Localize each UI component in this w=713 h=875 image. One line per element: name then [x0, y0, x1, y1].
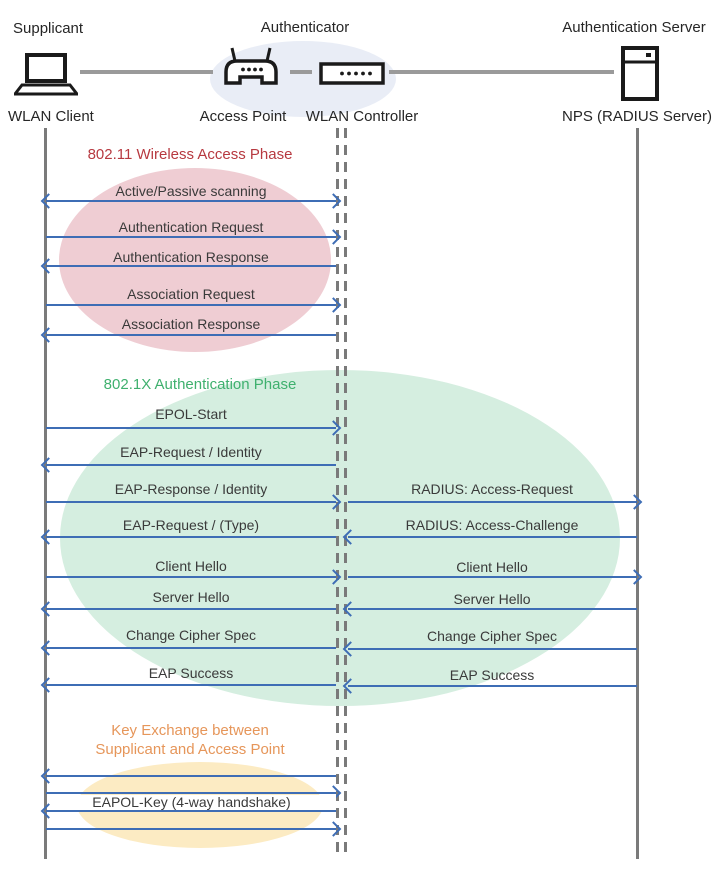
message-arrow-left: [46, 775, 336, 777]
message-label: Client Hello: [456, 559, 528, 575]
message-label: EAP Success: [148, 665, 234, 681]
message-label: Association Response: [121, 316, 261, 332]
message-arrow-right: [46, 236, 336, 238]
message-arrow-left: [46, 684, 336, 686]
lifeline-wlan-client: [44, 128, 47, 859]
message-arrow-left: [46, 810, 336, 812]
device-label-nps: NPS (RADIUS Server): [561, 108, 713, 125]
message-label: EPOL-Start: [155, 406, 227, 422]
message-label: Change Cipher Spec: [126, 627, 256, 643]
laptop-icon: [14, 53, 78, 96]
message-arrow-left: [46, 334, 336, 336]
message-label: Server Hello: [453, 591, 531, 607]
message-label: Active/Passive scanning: [115, 183, 267, 199]
message-arrow-right: [46, 792, 336, 794]
message-arrow-left: [348, 608, 637, 610]
lifeline-wlan-controller-left: [336, 128, 339, 856]
access-point-icon: [224, 47, 278, 85]
message-label: RADIUS: Access-Challenge: [405, 517, 579, 533]
server-icon: [621, 46, 659, 101]
device-label-wlan-controller: WLAN Controller: [305, 108, 419, 125]
message-label: EAP-Request / Identity: [120, 444, 262, 460]
phase1-ellipse: [59, 168, 331, 352]
phase3-title-line1: Key Exchange between: [111, 722, 269, 739]
phase1-title: 802.11 Wireless Access Phase: [87, 146, 293, 163]
message-arrow-right: [46, 501, 336, 503]
message-label: EAPOL-Key (4-way handshake): [92, 794, 291, 811]
message-arrow-left: [348, 685, 637, 687]
phase2-title: 802.1X Authentication Phase: [103, 376, 297, 393]
message-arrow-right: [46, 828, 336, 830]
message-label: Association Request: [127, 286, 255, 302]
message-arrow-right: [46, 427, 336, 429]
message-label: Authentication Request: [118, 219, 264, 235]
message-label: EAP-Response / Identity: [114, 481, 268, 497]
device-label-access-point: Access Point: [199, 108, 287, 125]
message-label: Client Hello: [155, 558, 227, 574]
eapol-key-label-band: EAPOL-Key (4-way handshake): [47, 794, 336, 811]
message-arrow-left: [348, 536, 637, 538]
message-label: RADIUS: Access-Request: [411, 481, 573, 497]
phase2-ellipse: [60, 370, 620, 706]
connector-dash: [290, 70, 312, 74]
message-arrow-right: [46, 304, 336, 306]
message-arrow-right: [348, 501, 637, 503]
role-supplicant: Supplicant: [13, 20, 84, 37]
connector-line: [389, 70, 614, 74]
message-label: Authentication Response: [113, 249, 269, 265]
message-label: Server Hello: [152, 589, 230, 605]
lifeline-wlan-controller-right: [344, 128, 347, 856]
message-arrow-left: [46, 464, 336, 466]
message-label: EAP Success: [449, 667, 535, 683]
connector-line: [80, 70, 213, 74]
message-arrow-left: [46, 265, 336, 267]
message-label: Change Cipher Spec: [427, 628, 557, 644]
message-arrow-left: [46, 647, 336, 649]
phase3-title-line2: Supplicant and Access Point: [95, 741, 285, 758]
message-arrow-left: [348, 648, 637, 650]
message-label: EAP-Request / (Type): [122, 517, 260, 533]
message-arrow-right: [46, 576, 336, 578]
message-arrow-both: [46, 200, 336, 202]
role-authentication-server: Authentication Server: [562, 19, 706, 36]
lifeline-nps: [636, 128, 639, 859]
message-arrow-right: [348, 576, 637, 578]
wlan-controller-icon: [319, 62, 385, 85]
message-arrow-left: [46, 536, 336, 538]
device-label-wlan-client: WLAN Client: [8, 108, 94, 125]
message-arrow-left: [46, 608, 336, 610]
role-authenticator: Authenticator: [260, 19, 350, 36]
